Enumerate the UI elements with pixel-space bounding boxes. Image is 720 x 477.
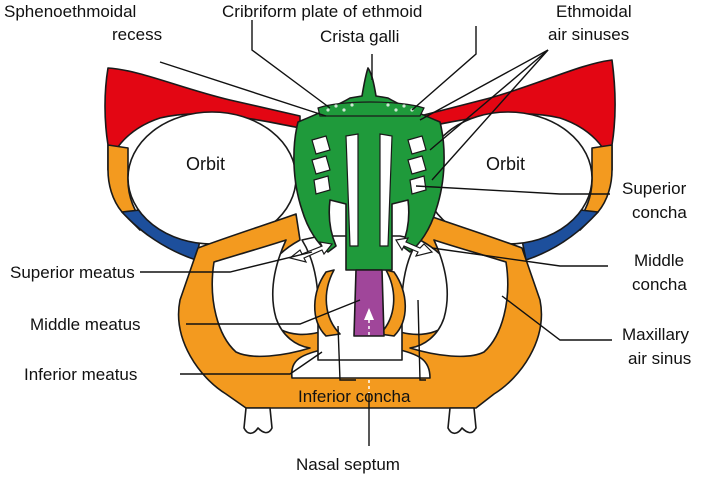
air-cell-left-2 xyxy=(311,155,331,175)
label-middle-meatus: Middle meatus xyxy=(30,315,141,334)
labels: Sphenoethmoidal recess Cribriform plate … xyxy=(4,2,691,474)
label-superior-concha-line2: concha xyxy=(632,203,687,222)
cribriform-plate xyxy=(317,101,425,117)
cribriform-perforations xyxy=(326,103,414,112)
nasal-septum-cartilage xyxy=(353,269,385,337)
septum-arrow xyxy=(364,308,374,320)
label-superior-concha-line1: Superior xyxy=(622,179,687,198)
right-ethmoid-slot xyxy=(379,133,393,247)
air-cell-right-3 xyxy=(409,175,427,195)
label-middle-concha-line2: concha xyxy=(632,275,687,294)
label-superior-meatus: Superior meatus xyxy=(10,263,135,282)
label-sphenoethmoidal-line1: Sphenoethmoidal xyxy=(4,2,136,21)
label-inferior-concha: Inferior concha xyxy=(298,387,411,406)
label-ethmoidal-air-sinuses-line1: Ethmoidal xyxy=(556,2,632,21)
label-maxillary-air-sinus-line1: Maxillary xyxy=(622,325,690,344)
label-maxillary-air-sinus-line2: air sinus xyxy=(628,349,691,368)
air-cell-left-1 xyxy=(311,135,331,155)
label-cribriform-plate: Cribriform plate of ethmoid xyxy=(222,2,422,21)
air-cell-right-1 xyxy=(407,135,427,155)
label-orbit-left: Orbit xyxy=(186,154,225,174)
right-maxillary-sinus xyxy=(409,239,509,358)
label-sphenoethmoidal-line2: recess xyxy=(112,25,162,44)
ethmoid-bone xyxy=(293,67,445,271)
left-ethmoid-slot xyxy=(345,133,359,247)
right-orbit-roof-red xyxy=(419,59,616,171)
label-middle-concha-line1: Middle xyxy=(634,251,684,270)
label-ethmoidal-air-sinuses-line2: air sinuses xyxy=(548,25,629,44)
label-inferior-meatus: Inferior meatus xyxy=(24,365,137,384)
label-orbit-right: Orbit xyxy=(486,154,525,174)
right-tooth xyxy=(447,407,477,435)
label-crista-galli: Crista galli xyxy=(320,27,399,46)
ethmoidal-air-cells xyxy=(311,135,427,195)
air-cell-left-3 xyxy=(313,175,331,195)
left-tooth xyxy=(243,407,273,435)
leader-lines xyxy=(140,20,612,446)
left-inferior-concha xyxy=(314,269,341,337)
left-maxillary-sinus xyxy=(211,239,311,358)
air-cell-right-2 xyxy=(407,155,427,175)
right-meatus-arrow xyxy=(395,237,434,257)
label-nasal-septum: Nasal septum xyxy=(296,455,400,474)
